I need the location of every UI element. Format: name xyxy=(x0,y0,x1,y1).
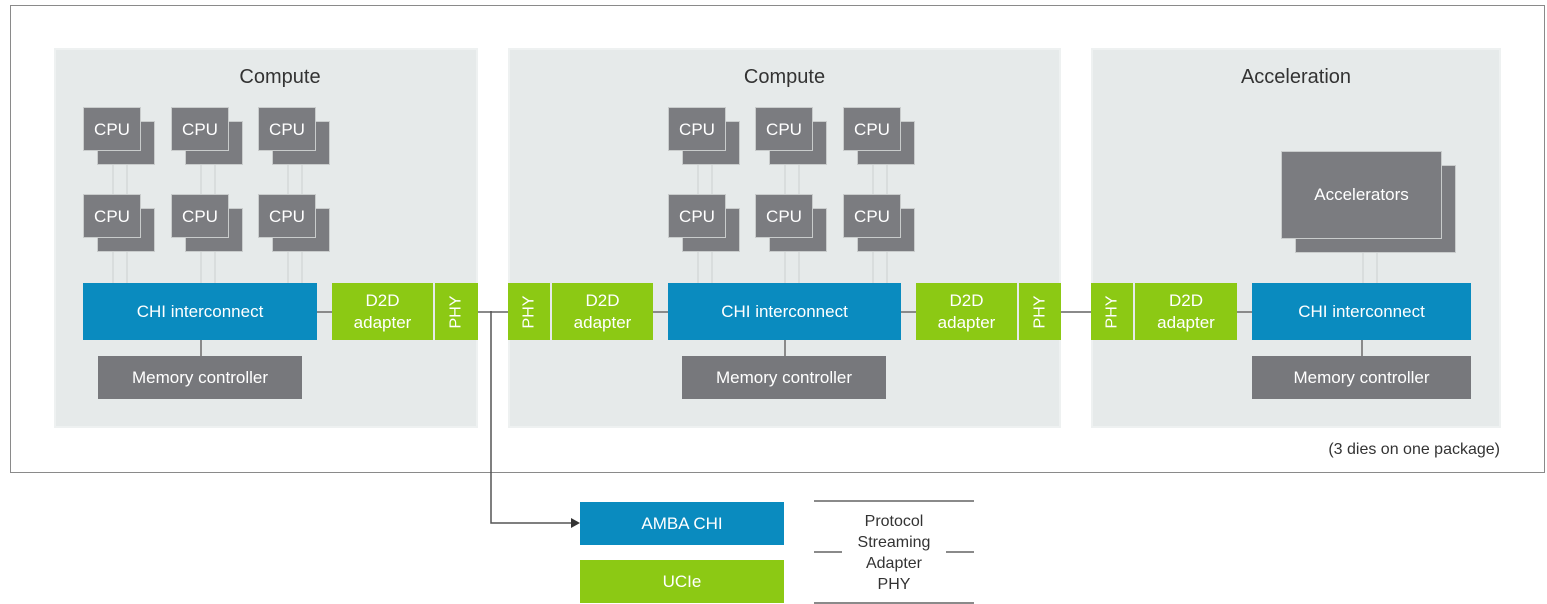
chi-d2d-link xyxy=(317,311,332,313)
chi-interconnect: CHI interconnect xyxy=(83,283,317,340)
chi-interconnect: CHI interconnect xyxy=(1252,283,1471,340)
cpu-block: CPU xyxy=(843,107,901,151)
memory-controller: Memory controller xyxy=(98,356,302,399)
cpu-block: CPU xyxy=(83,194,141,238)
d2d-label-line1: D2D xyxy=(365,290,400,310)
d2d-label-line2: adapter xyxy=(937,312,996,332)
cpu-block: CPU xyxy=(258,107,316,151)
chi-interconnect: CHI interconnect xyxy=(668,283,901,340)
d2d-label-line2: adapter xyxy=(1157,312,1215,332)
die-title: Compute xyxy=(239,66,321,88)
layer-bracket-bottom xyxy=(814,602,974,604)
d2d-label-line1: D2D xyxy=(949,290,984,310)
d2d-label-line1: D2D xyxy=(585,290,620,310)
phy-block: PHY xyxy=(435,283,478,340)
cpu-block: CPU xyxy=(171,107,229,151)
legend-arrow xyxy=(490,311,580,528)
layer-protocol: Protocol xyxy=(864,513,924,530)
d2d-chi-link xyxy=(653,311,668,313)
phy-block: PHY xyxy=(508,283,550,340)
phy-label: PHY xyxy=(1031,295,1048,328)
layer-streaming: Streaming xyxy=(857,534,931,551)
die-link xyxy=(1061,311,1091,313)
phy-block: PHY xyxy=(1019,283,1061,340)
layer-labels: Protocol Streaming Adapter PHY xyxy=(830,511,958,595)
cpu-block: CPU xyxy=(755,107,813,151)
layer-phy: PHY xyxy=(877,576,911,593)
layer-bracket-top xyxy=(814,500,974,502)
acc-link-line xyxy=(1376,238,1378,283)
mem-link-line xyxy=(200,340,202,356)
package-note: (3 dies on one package) xyxy=(1328,441,1500,458)
phy-label: PHY xyxy=(1103,295,1120,328)
legend-ucie: UCIe xyxy=(580,560,784,603)
memory-controller: Memory controller xyxy=(1252,356,1471,399)
d2d-label-line2: adapter xyxy=(353,312,412,332)
accelerators-block: Accelerators xyxy=(1281,151,1442,239)
die-title: Acceleration xyxy=(1240,66,1352,88)
mem-link-line xyxy=(784,340,786,356)
acc-link-line xyxy=(1362,238,1364,283)
phy-label: PHY xyxy=(447,295,465,328)
cpu-block: CPU xyxy=(668,107,726,151)
cpu-block: CPU xyxy=(668,194,726,238)
die-link xyxy=(478,311,508,313)
layer-bracket-mid-left xyxy=(814,551,842,553)
d2d-label-line1: D2D xyxy=(1168,290,1203,310)
d2d-label-line2: adapter xyxy=(573,312,632,332)
phy-block: PHY xyxy=(1091,283,1133,340)
layer-bracket-mid-right xyxy=(946,551,974,553)
cpu-block: CPU xyxy=(843,194,901,238)
chi-d2d-link xyxy=(901,311,916,313)
d2d-chi-link xyxy=(1237,311,1252,313)
mem-link-line xyxy=(1361,340,1363,356)
cpu-block: CPU xyxy=(258,194,316,238)
die-title: Compute xyxy=(743,66,826,88)
layer-adapter: Adapter xyxy=(865,555,923,572)
cpu-block: CPU xyxy=(171,194,229,238)
cpu-block: CPU xyxy=(755,194,813,238)
cpu-block: CPU xyxy=(83,107,141,151)
legend-amba-chi: AMBA CHI xyxy=(580,502,784,545)
memory-controller: Memory controller xyxy=(682,356,886,399)
